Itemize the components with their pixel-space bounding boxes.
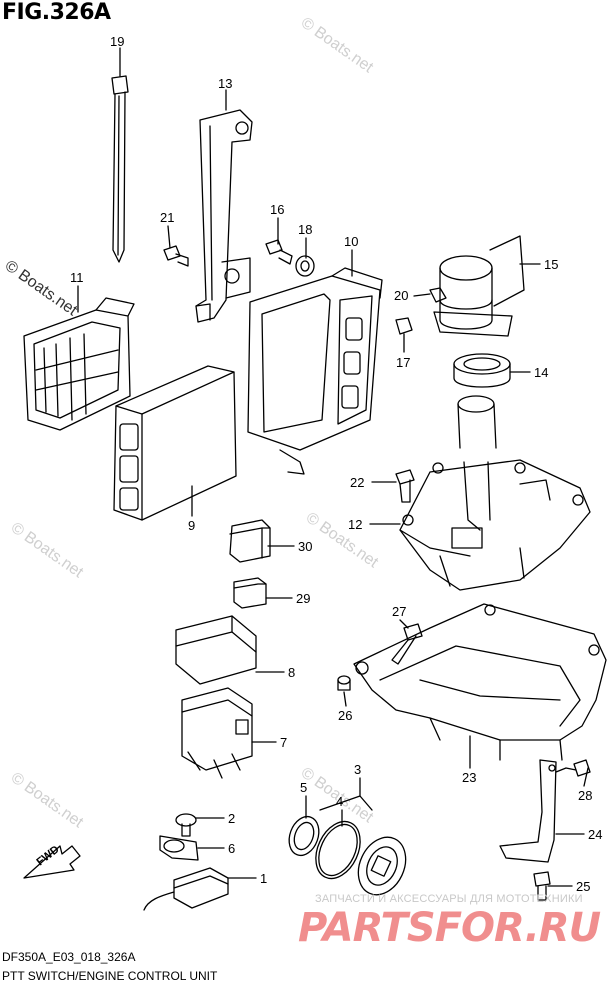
part-12-ptt-motor[interactable] [399, 395, 591, 591]
diagram-code: DF350A_E03_018_326A [2, 950, 136, 964]
watermark-text: © Boats.net [303, 509, 382, 571]
watermark-text: © Boats.net [298, 14, 377, 76]
part-26-plug[interactable] [337, 675, 351, 691]
part-20-bolt[interactable] [429, 287, 447, 303]
callout-22: 22 [350, 475, 364, 490]
callout-25: 25 [576, 879, 590, 894]
watermark-text: © Boats.net [8, 519, 87, 581]
callout-23: 23 [462, 770, 476, 785]
callout-15: 15 [544, 257, 558, 272]
callout-1: 1 [260, 871, 267, 886]
callout-17: 17 [396, 355, 410, 370]
callout-7: 7 [280, 735, 287, 750]
callout-28: 28 [578, 788, 592, 803]
callout-18: 18 [298, 222, 312, 237]
part-10-ecu-bracket[interactable] [247, 267, 383, 475]
part-13-bracket[interactable] [195, 109, 253, 323]
callout-30: 30 [298, 539, 312, 554]
callout-12: 12 [348, 517, 362, 532]
part-25-bolt[interactable] [533, 871, 551, 901]
bracket-line [319, 795, 373, 811]
part-9-ecu[interactable] [113, 365, 237, 521]
watermark-text: © Boats.net [8, 769, 87, 831]
callout-11: 11 [70, 270, 84, 285]
callout-20: 20 [394, 288, 408, 303]
part-1-ptt-switch[interactable] [143, 867, 229, 911]
ru-watermark-text: ЗАПЧАСТИ И АКСЕССУАРЫ ДЛЯ МОТОТЕХНИКИ [315, 893, 583, 905]
part-4-o-ring[interactable] [307, 814, 369, 885]
part-5-seal[interactable] [284, 812, 324, 859]
part-23-mount-frame[interactable] [353, 603, 607, 761]
callout-26: 26 [338, 708, 352, 723]
callout-8: 8 [288, 665, 295, 680]
part-18-washer[interactable] [295, 255, 315, 277]
diagram-caption: PTT SWITCH/ENGINE CONTROL UNIT [2, 969, 218, 983]
part-8-cover[interactable] [175, 615, 257, 685]
callout-14: 14 [534, 365, 548, 380]
figure-title: FIG.326A [2, 0, 111, 25]
callout-5: 5 [300, 780, 307, 795]
callout-29: 29 [296, 591, 310, 606]
part-11-holder[interactable] [23, 297, 135, 431]
callout-19: 19 [110, 34, 124, 49]
part-28-bolt[interactable] [555, 759, 591, 777]
part-22-bolt[interactable] [395, 469, 415, 503]
part-27-bolt[interactable] [391, 623, 423, 665]
part-3-cap[interactable] [349, 830, 414, 903]
part-15-ptt-solenoid[interactable] [433, 235, 525, 337]
part-6-clamp[interactable] [159, 835, 199, 861]
callout-3: 3 [354, 762, 361, 777]
watermark-text: © Boats.net [2, 257, 81, 319]
callout-10: 10 [344, 234, 358, 249]
part-17-clip[interactable] [395, 317, 413, 335]
part-29-relay[interactable] [233, 577, 267, 609]
callout-9: 9 [188, 518, 195, 533]
part-2-screw[interactable] [175, 813, 197, 837]
callout-21: 21 [160, 210, 174, 225]
fwd-arrow [23, 845, 81, 879]
part-7-fuse-box[interactable] [181, 687, 253, 779]
callout-2: 2 [228, 811, 235, 826]
callout-13: 13 [218, 76, 232, 91]
part-19-cable-tie[interactable] [111, 75, 129, 263]
callout-24: 24 [588, 827, 602, 842]
part-14-seal[interactable] [453, 353, 511, 388]
brand-watermark: PARTSFOR.RU [298, 905, 601, 951]
callout-27: 27 [392, 604, 406, 619]
leader-lines [77, 47, 589, 887]
part-21-bolt[interactable] [163, 245, 189, 267]
part-16-bolt[interactable] [265, 239, 293, 265]
part-30-relay[interactable] [229, 519, 271, 563]
callout-16: 16 [270, 202, 284, 217]
callout-6: 6 [228, 841, 235, 856]
part-24-plate[interactable] [499, 759, 557, 863]
callout-4: 4 [336, 794, 343, 809]
